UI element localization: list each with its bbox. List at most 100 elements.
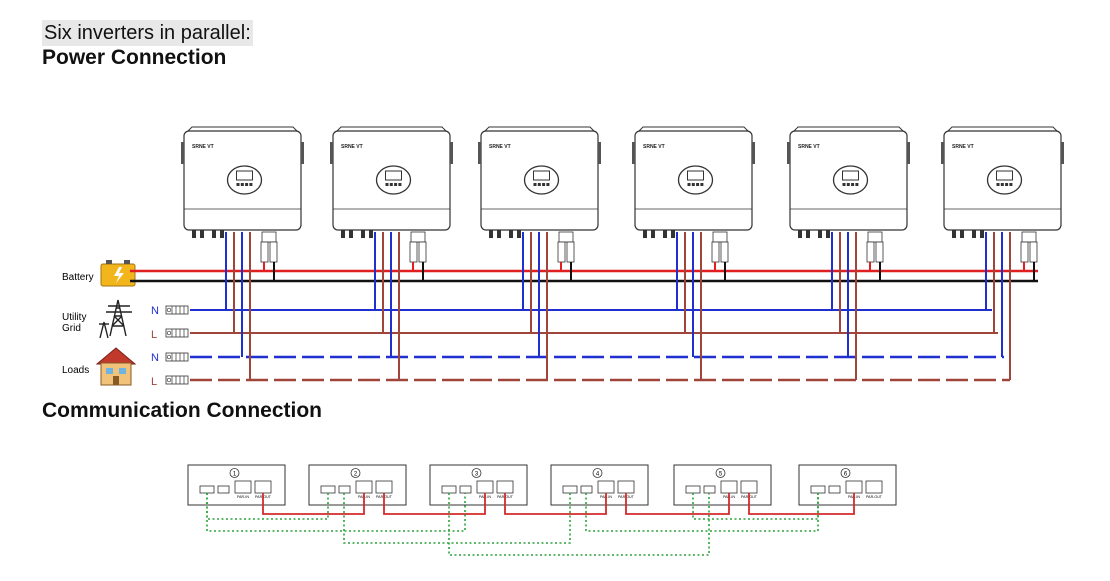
inverter-gland xyxy=(952,230,956,238)
share-link-cable xyxy=(206,493,466,532)
inverter-top-lip xyxy=(793,126,904,132)
battery-fuse-right xyxy=(720,241,729,263)
inverter-gland xyxy=(960,230,964,238)
inverter-unit: SRNE VT xyxy=(632,126,755,380)
inverter-button xyxy=(385,183,389,186)
par-in-label: PAR-IN xyxy=(237,495,249,499)
battery-fuse-left xyxy=(711,241,720,263)
inverter-lcd xyxy=(842,170,859,181)
parallel-link-cable xyxy=(748,493,855,515)
inverter-button xyxy=(700,183,704,186)
inverter-lcd xyxy=(236,170,253,181)
inverter-top-lip xyxy=(484,126,595,132)
inverter-button xyxy=(249,183,253,186)
par-in-port xyxy=(845,480,863,494)
inverter-top-lip xyxy=(947,126,1058,132)
inverter-button xyxy=(1005,183,1009,186)
terminal-body xyxy=(165,375,189,385)
battery-fuse-left xyxy=(409,241,418,263)
can-port xyxy=(580,485,593,494)
inverter-top-lip xyxy=(187,126,298,132)
share-link-cable xyxy=(343,493,571,544)
inverter-handle xyxy=(598,142,601,164)
module-index-number: 5 xyxy=(719,472,723,478)
inverter-button xyxy=(394,183,398,186)
inverter-button xyxy=(691,183,695,186)
inverter-gland xyxy=(212,230,216,238)
inverter-gland xyxy=(671,230,675,238)
inverter-gland xyxy=(220,230,224,238)
par-in-port xyxy=(597,480,615,494)
bus-terminal-group xyxy=(165,305,189,385)
inverter-button xyxy=(996,183,1000,186)
inverter-gland xyxy=(980,230,984,238)
inverter-button xyxy=(542,183,546,186)
inverter-button xyxy=(546,183,550,186)
inverter-button xyxy=(842,183,846,186)
inverter-gland xyxy=(369,230,373,238)
terminal-body xyxy=(165,352,189,362)
terminal-block xyxy=(165,375,189,385)
battery-terminal-block xyxy=(261,231,277,243)
inverter-button xyxy=(851,183,855,186)
inverter-gland xyxy=(798,230,802,238)
battery-fuse-right xyxy=(875,241,884,263)
battery-fuse-right xyxy=(418,241,427,263)
grid-neutral-label: N xyxy=(151,305,159,317)
inverter-button xyxy=(696,183,700,186)
module-index-number: 2 xyxy=(354,472,358,478)
inverter-handle xyxy=(752,142,755,164)
inverter-unit: SRNE VT xyxy=(181,126,304,380)
diagram-subtitle: Six inverters in parallel: xyxy=(42,20,253,46)
can-port xyxy=(338,485,351,494)
inverter-button xyxy=(533,183,537,186)
module-index-badge xyxy=(350,468,361,478)
parallel-link-cable xyxy=(262,493,365,515)
inverter-button xyxy=(855,183,859,186)
utility-grid-label-1: Utility xyxy=(62,312,86,323)
module-index-number: 6 xyxy=(844,472,848,478)
battery-fuse-left xyxy=(866,241,875,263)
can-port xyxy=(459,485,472,494)
inverter-gland xyxy=(517,230,521,238)
inverter-button xyxy=(1009,183,1013,186)
par-in-port xyxy=(720,480,738,494)
inverter-handle xyxy=(330,142,333,164)
par-out-port xyxy=(254,480,272,494)
inverter-button xyxy=(537,183,541,186)
module-index-badge xyxy=(471,468,482,478)
inverter-button xyxy=(846,183,850,186)
inverter-brand-logo: SRNE VT xyxy=(798,144,820,150)
inverter-gland xyxy=(826,230,830,238)
inverter-handle xyxy=(450,142,453,164)
share-port xyxy=(199,485,215,494)
inverter-handle xyxy=(478,142,481,164)
battery-fuse-left xyxy=(557,241,566,263)
communication-connection-title: Communication Connection xyxy=(42,399,322,422)
battery-fuse-right xyxy=(269,241,278,263)
terminal-block xyxy=(165,305,189,315)
share-link-cable xyxy=(692,493,819,520)
inverter-handle xyxy=(181,142,184,164)
terminal-screw xyxy=(166,377,172,383)
inverter-brand-logo: SRNE VT xyxy=(643,144,665,150)
inverter-button xyxy=(245,183,249,186)
par-in-port xyxy=(476,480,494,494)
module-index-number: 3 xyxy=(475,472,479,478)
parallel-link-cable xyxy=(504,493,607,515)
module-index-number: 1 xyxy=(233,472,237,478)
terminal-screw xyxy=(166,354,172,360)
module-index-badge xyxy=(715,468,726,478)
inverter-brand-logo: SRNE VT xyxy=(341,144,363,150)
battery-terminal-block xyxy=(712,231,728,243)
inverter-handle xyxy=(1061,142,1064,164)
parallel-link-cable xyxy=(383,493,486,515)
par-out-port xyxy=(617,480,635,494)
inverter-button xyxy=(1000,183,1004,186)
power-connection-title: Power Connection xyxy=(42,46,227,69)
inverter-brand-logo: SRNE VT xyxy=(192,144,214,150)
